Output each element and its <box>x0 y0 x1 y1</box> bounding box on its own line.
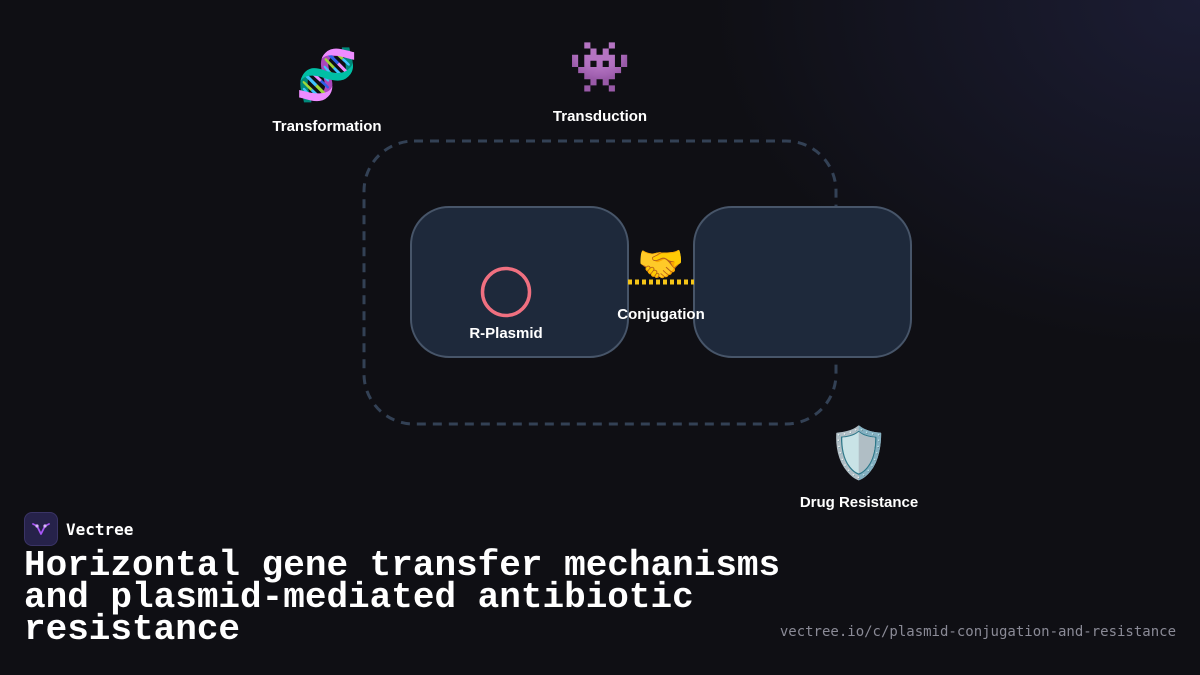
cell-boundary-dashed <box>362 139 838 426</box>
drug-resistance-label: Drug Resistance <box>799 494 919 511</box>
dna-icon: 🧬 <box>295 47 359 103</box>
r-plasmid-label: R-Plasmid <box>469 325 543 342</box>
plasmid-ring-icon <box>480 266 532 318</box>
page-title: Horizontal gene transfer mechanisms and … <box>24 545 781 650</box>
recipient-cell <box>693 206 912 358</box>
transduction-label: Transduction <box>552 108 648 125</box>
page-url[interactable]: vectree.io/c/plasmid-conjugation-and-res… <box>779 624 1176 640</box>
alien-monster-icon: 👾 <box>568 39 632 95</box>
conjugation-label: Conjugation <box>617 306 705 323</box>
transformation-label: Transformation <box>272 118 382 135</box>
brand-name: Vectree <box>66 519 134 539</box>
handshake-icon: 🤝 <box>637 244 685 286</box>
shield-icon: 🛡️ <box>827 425 891 481</box>
brand: Vectree <box>24 512 133 546</box>
vectree-logo-icon <box>24 512 58 546</box>
